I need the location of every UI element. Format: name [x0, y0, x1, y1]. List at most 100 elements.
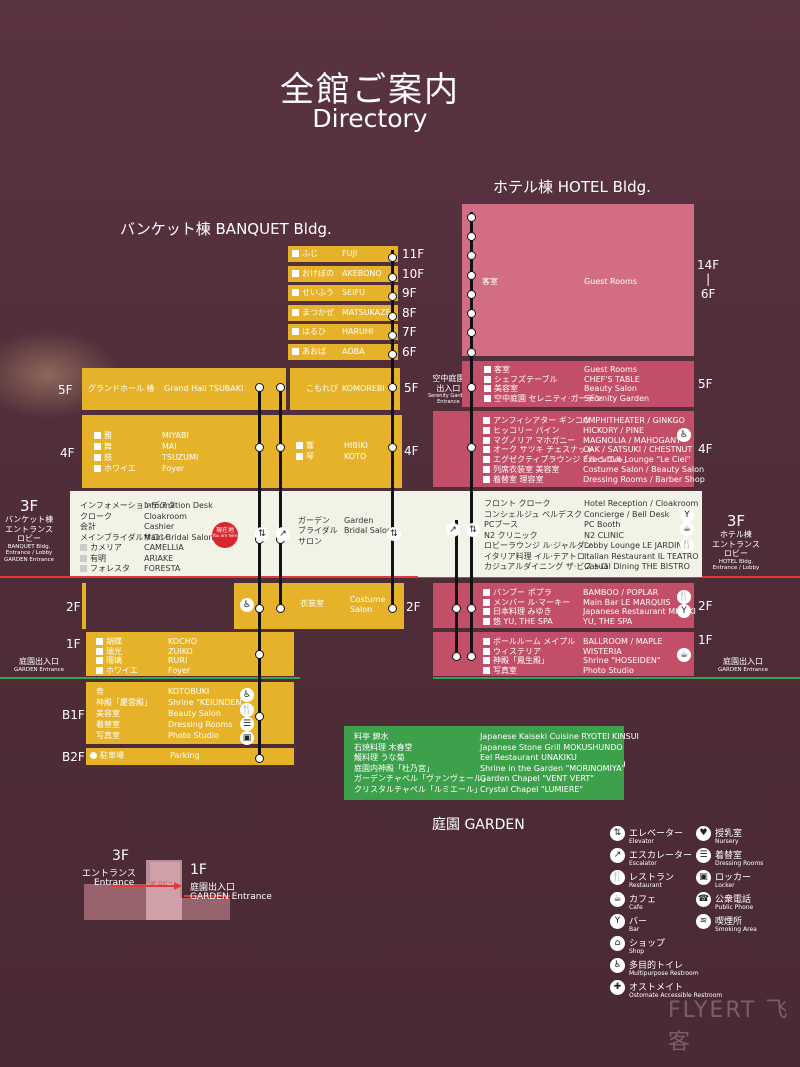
item-en: Executive Lounge "Le Ciel"	[583, 455, 691, 465]
elevator-icon: ⇅	[610, 826, 625, 841]
item-jp: クローク	[80, 512, 112, 522]
banquet-garden-entrance: 庭園出入口 GARDEN Entrance	[14, 657, 64, 673]
room-marker-icon	[296, 442, 303, 449]
legend-jp: ロッカー	[715, 873, 752, 883]
item-jp-text: 鼓	[104, 453, 112, 462]
item-jp-text: 客室	[494, 365, 510, 374]
legend-en: Multipurpose Restroom	[629, 970, 699, 977]
item-en: HIBIKI	[344, 441, 368, 450]
banquet-room-en: SEIFU	[342, 288, 365, 297]
banquet-room-jp: おけぼの	[292, 269, 334, 279]
item-en: Casual Dining THE BISTRO	[584, 562, 690, 571]
hotel-garden-entrance: 庭園出入口 GARDEN Entrance	[718, 657, 768, 673]
item-jp-text: 神殿「慶雲殿」	[96, 698, 152, 707]
banquet-2f-edge	[82, 583, 86, 629]
banquet-lobby-en2: Entrance / Lobby	[5, 550, 53, 557]
item-jp-text: PCブース	[484, 520, 519, 529]
hotel-lobby-label: 3F ホテル棟 エントランス ロビー HOTEL Bldg. Entrance …	[712, 512, 760, 572]
item-jp-text: オーク サツキ チェスナット	[493, 445, 595, 455]
item-jp-text: 料亭 錦水	[354, 732, 389, 741]
lobby-level-line	[0, 576, 800, 578]
floor-label-b2f: 2F	[66, 600, 81, 614]
item-jp-text: 美容室	[494, 384, 518, 393]
escalator-icon: ↗	[446, 523, 460, 537]
parking-jp: 駐車場	[90, 751, 124, 761]
item-jp-text: 瑞光	[106, 646, 122, 656]
floor-label-b5f: 5F	[58, 383, 73, 397]
section-diagram-graphic	[84, 860, 230, 920]
item-jp: 鰻料理 うな菊	[354, 753, 405, 763]
item-jp: 雅	[94, 431, 112, 441]
parking[interactable]: 駐車場 Parking	[86, 748, 294, 765]
item-en: OAK / SATSUKI / CHESTNUT	[583, 445, 693, 455]
item-en: BALLROOM / MAPLE	[583, 637, 663, 646]
item-jp: 瑞光	[96, 647, 122, 657]
item-jp: イタリア料理 イル·テアトロ	[484, 552, 585, 562]
floor-label-h1f: 1F	[698, 633, 713, 647]
item-jp-text: バンブー ポプラ	[493, 588, 552, 597]
restroom-icon: ♿	[677, 428, 691, 442]
legend-en: Nursery	[715, 838, 739, 845]
item-en: YU, THE SPA	[583, 616, 633, 626]
item-jp-text: 有明	[90, 553, 106, 563]
hotel-lobby-jp3: ロビー	[723, 549, 748, 559]
banquet-lobby-garden: GARDEN Entrance	[4, 556, 55, 563]
cafe-icon: ☕	[680, 522, 694, 536]
komorebi[interactable]: こもれび KOMOREBI	[290, 368, 400, 410]
elevator-stop-dot	[467, 290, 476, 299]
item-jp-text: ガーデンチャペル「ヴァンヴェール」	[354, 774, 490, 783]
section-bottom-floor: 1F	[190, 862, 207, 878]
hotel-rooms-floor-sep: |	[706, 272, 711, 287]
item-en: Lobby Lounge LE JARDIN	[584, 541, 683, 550]
elevator-icon: ⇅	[466, 523, 480, 537]
item-en: Main Bridal Salon	[144, 532, 214, 542]
floor-label-h5f: 5F	[698, 377, 713, 391]
escalator-icon: ↗	[276, 527, 290, 541]
item-en: Guest Rooms	[584, 365, 637, 374]
item-jp-text: ヒッコリー パイン	[493, 425, 560, 435]
item-en: AMPHITHEATER / GINKGO	[583, 416, 685, 425]
banquet-room-jp-text: あおば	[302, 346, 326, 356]
item-jp: 神殿「鳳生殿」	[483, 656, 549, 666]
item-en: KOTOBUKI	[168, 687, 210, 696]
item-jp-text: 琴	[306, 452, 314, 461]
item-jp: ロビーラウンジ ル·ジャルダン	[484, 541, 593, 551]
elevator-stop-dot	[255, 443, 264, 452]
room-marker-icon	[94, 454, 101, 461]
hotel-garden-entrance-jp: 庭園出入口	[723, 657, 764, 666]
room-marker-icon	[96, 647, 103, 655]
elevator-icon: ⇅	[255, 527, 269, 541]
hotel-guest-rooms[interactable]: 客室 Guest Rooms	[462, 204, 694, 356]
item-en: Concierge / Bell Desk	[584, 509, 670, 519]
item-jp: メインブライダルサロン	[80, 533, 167, 543]
item-en: Shrine in the Garden "MORINOMIYA"	[480, 763, 626, 773]
hotel-building-title: ホテル棟 HOTEL Bldg.	[493, 178, 651, 196]
item-jp: 琴	[296, 452, 314, 462]
item-en: Information Desk	[144, 501, 213, 510]
item-jp: 美容室	[484, 384, 518, 394]
dressing-icon: ☰	[696, 848, 711, 863]
item-jp: ウィステリア	[483, 647, 541, 657]
item-jp: 写真室	[96, 731, 120, 741]
item-en: ARIAKE	[144, 553, 174, 563]
grand-hall-tsubaki[interactable]: グランドホール 椿 Grand Hall TSUBAKI	[82, 368, 286, 410]
item-jp: 着替室	[96, 720, 120, 730]
